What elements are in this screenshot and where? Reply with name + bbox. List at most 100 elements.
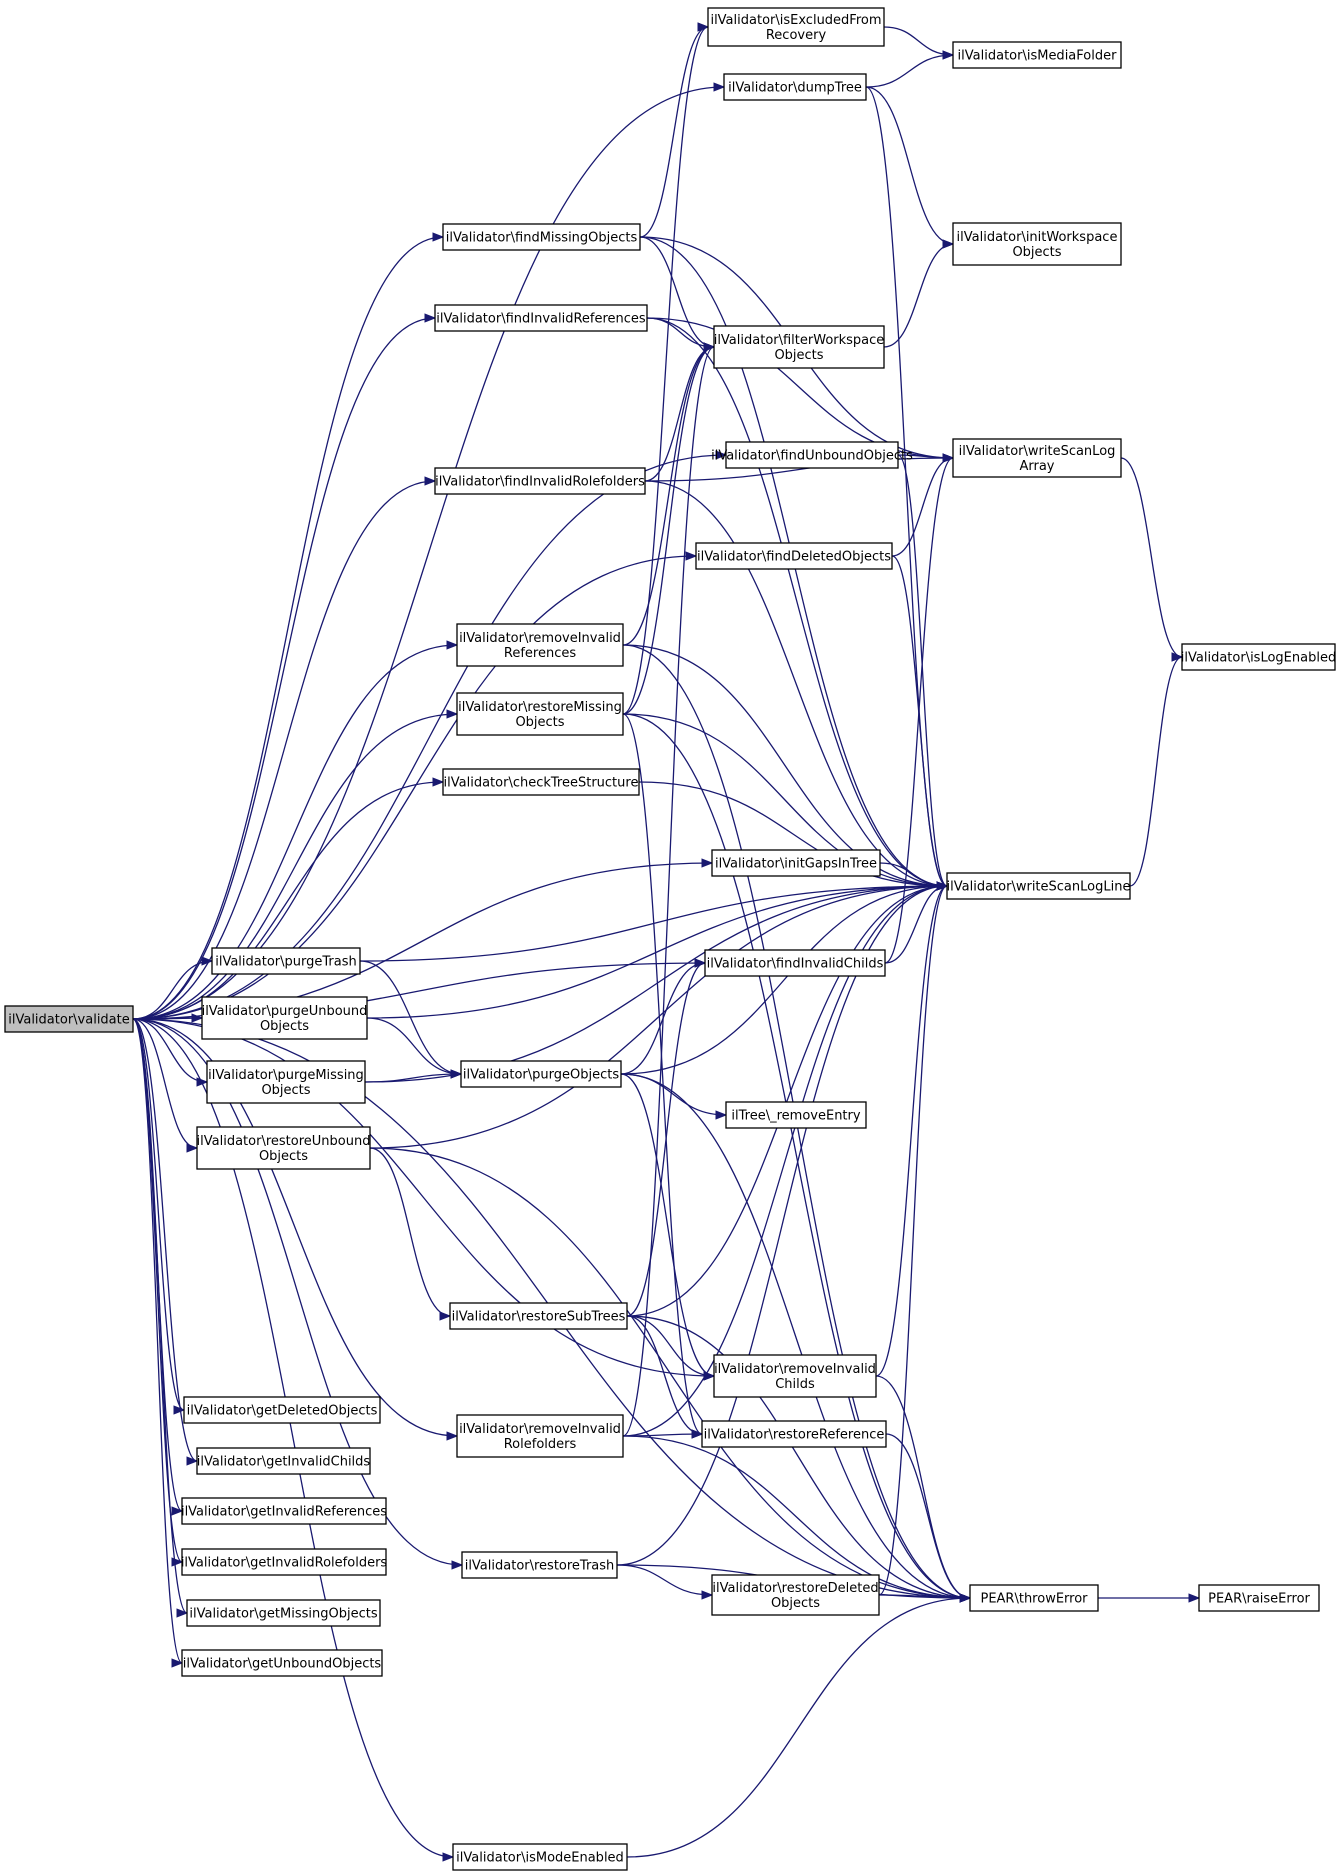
node-getDeletedObjects[interactable]: ilValidator\getDeletedObjects — [183, 1396, 381, 1424]
node-box-restoreTrash — [461, 1551, 618, 1579]
node-label-purgeMissingObjects: Objects — [261, 1083, 310, 1098]
node-label-getInvalidRolefolders: ilValidator\getInvalidRolefolders — [181, 1556, 388, 1571]
node-findUnboundObjects[interactable]: ilValidator\findUnboundObjects — [711, 441, 913, 469]
edge-removeInvalidRolefolders-to-writeScanLogLine — [622, 881, 949, 1437]
edge-removeInvalidRolefolders-to-filterWorkspaceObjects — [622, 342, 716, 1437]
node-box-purgeUnboundObjects — [201, 996, 368, 1040]
node-label-removeEntry: ilTree\_removeEntry — [731, 1109, 860, 1124]
node-box-writeScanLogArray — [952, 438, 1122, 478]
node-label-getUnboundObjects: ilValidator\getUnboundObjects — [183, 1657, 382, 1672]
node-box-findDeletedObjects — [695, 542, 893, 570]
node-purgeTrash[interactable]: ilValidator\purgeTrash — [211, 947, 361, 975]
edge-validate-to-getMissingObjects — [132, 1018, 189, 1618]
node-raiseError[interactable]: PEAR\raiseError — [1198, 1584, 1320, 1612]
node-getInvalidRolefolders[interactable]: ilValidator\getInvalidRolefolders — [181, 1548, 388, 1576]
node-box-getInvalidRolefolders — [181, 1548, 387, 1576]
edge-purgeObjects-to-removeInvalidChilds — [620, 1073, 716, 1381]
edge-isExcludedFromRecovery-to-isMediaFolder — [883, 26, 955, 60]
node-box-findMissingObjects — [442, 223, 641, 251]
node-purgeObjects[interactable]: ilValidator\purgeObjects — [460, 1060, 622, 1088]
node-label-raiseError: PEAR\raiseError — [1208, 1592, 1310, 1607]
node-initGapsInTree[interactable]: ilValidator\initGapsInTree — [711, 849, 881, 877]
node-restoreSubTrees[interactable]: ilValidator\restoreSubTrees — [449, 1302, 628, 1330]
node-label-restoreUnboundObjects: ilValidator\restoreUnbound — [197, 1134, 371, 1149]
node-restoreTrash[interactable]: ilValidator\restoreTrash — [461, 1551, 618, 1579]
node-getInvalidReferences[interactable]: ilValidator\getInvalidReferences — [181, 1497, 387, 1525]
node-box-dumpTree — [723, 73, 867, 101]
node-label-getInvalidReferences: ilValidator\getInvalidReferences — [181, 1505, 387, 1520]
node-box-raiseError — [1198, 1584, 1320, 1612]
node-restoreReference[interactable]: ilValidator\restoreReference — [701, 1420, 887, 1448]
edge-restoreMissingObjects-to-restoreReference — [622, 713, 704, 1439]
edge-validate-to-getDeletedObjects — [132, 1018, 186, 1415]
edge-restoreTrash-to-writeScanLogLine — [616, 881, 949, 1566]
node-getMissingObjects[interactable]: ilValidator\getMissingObjects — [186, 1599, 381, 1627]
node-removeEntry[interactable]: ilTree\_removeEntry — [725, 1101, 867, 1129]
node-getUnboundObjects[interactable]: ilValidator\getUnboundObjects — [181, 1649, 383, 1677]
node-label-getDeletedObjects: ilValidator\getDeletedObjects — [187, 1404, 378, 1419]
edge-dumpTree-to-initWorkspaceObjects — [865, 86, 955, 249]
node-isLogEnabled[interactable]: ilValidator\isLogEnabled — [1181, 643, 1336, 671]
edge-purgeMissingObjects-to-purgeObjects — [364, 1069, 463, 1083]
node-findDeletedObjects[interactable]: ilValidator\findDeletedObjects — [695, 542, 893, 570]
edge-purgeUnboundObjects-to-writeScanLogLine — [366, 881, 949, 1019]
node-isModeEnabled[interactable]: ilValidator\isModeEnabled — [452, 1843, 628, 1871]
edge-removeInvalidReferences-to-writeScanLogLine — [622, 644, 949, 891]
node-label-filterWorkspaceObjects: ilValidator\filterWorkspace — [714, 333, 885, 348]
node-validate[interactable]: ilValidator\validate — [4, 1005, 134, 1033]
edge-validate-to-findMissingObjects — [132, 232, 445, 1020]
node-label-restoreReference: ilValidator\restoreReference — [704, 1428, 885, 1443]
edge-restoreSubTrees-to-writeScanLogLine — [626, 881, 949, 1317]
edge-findInvalidReferences-to-filterWorkspaceObjects — [646, 317, 716, 352]
node-writeScanLogLine[interactable]: ilValidator\writeScanLogLine — [946, 872, 1131, 900]
edge-dumpTree-to-writeScanLogLine — [865, 86, 949, 891]
edge-findMissingObjects-to-filterWorkspaceObjects — [639, 236, 716, 352]
node-findMissingObjects[interactable]: ilValidator\findMissingObjects — [442, 223, 641, 251]
node-box-getInvalidChilds — [196, 1447, 371, 1475]
node-box-getMissingObjects — [186, 1599, 381, 1627]
node-label-findUnboundObjects: ilValidator\findUnboundObjects — [711, 449, 913, 464]
node-findInvalidRolefolders[interactable]: ilValidator\findInvalidRolefolders — [434, 467, 646, 495]
edge-validate-to-restoreUnboundObjects — [132, 1018, 199, 1153]
node-findInvalidReferences[interactable]: ilValidator\findInvalidReferences — [434, 304, 648, 332]
node-box-restoreDeletedObjects — [711, 1574, 880, 1616]
edge-purgeMissingObjects-to-writeScanLogLine — [364, 881, 949, 1083]
node-label-initWorkspaceObjects: ilValidator\initWorkspace — [957, 230, 1118, 245]
node-label-restoreMissingObjects: Objects — [515, 715, 564, 730]
edge-validate-to-restoreTrash — [132, 1018, 464, 1570]
node-box-isModeEnabled — [452, 1843, 628, 1871]
node-label-removeInvalidRolefolders: Rolefolders — [504, 1437, 577, 1452]
edge-writeScanLogArray-to-isLogEnabled — [1120, 457, 1184, 662]
node-box-getUnboundObjects — [181, 1649, 383, 1677]
node-isMediaFolder[interactable]: ilValidator\isMediaFolder — [952, 41, 1122, 69]
edge-validate-to-restoreMissingObjects — [132, 709, 459, 1020]
node-box-isLogEnabled — [1181, 643, 1336, 671]
node-findInvalidChilds[interactable]: ilValidator\findInvalidChilds — [704, 949, 886, 977]
node-box-findInvalidRolefolders — [434, 467, 646, 495]
edge-removeInvalidChilds-to-writeScanLogLine — [875, 881, 949, 1377]
node-label-validate: ilValidator\validate — [8, 1013, 130, 1028]
node-box-restoreReference — [701, 1420, 887, 1448]
node-dumpTree[interactable]: ilValidator\dumpTree — [723, 73, 867, 101]
node-getInvalidChilds[interactable]: ilValidator\getInvalidChilds — [196, 1447, 371, 1475]
node-label-removeInvalidChilds: Childs — [775, 1377, 815, 1392]
node-throwError[interactable]: PEAR\throwError — [969, 1584, 1099, 1612]
node-label-isExcludedFromRecovery: ilValidator\isExcludedFrom — [710, 13, 881, 28]
node-label-writeScanLogLine: ilValidator\writeScanLogLine — [947, 880, 1131, 895]
edge-restoreSubTrees-to-throwError — [626, 1315, 972, 1603]
node-label-getInvalidChilds: ilValidator\getInvalidChilds — [197, 1455, 371, 1470]
edge-findMissingObjects-to-isExcludedFromRecovery — [639, 22, 710, 238]
node-checkTreeStructure[interactable]: ilValidator\checkTreeStructure — [442, 768, 640, 796]
